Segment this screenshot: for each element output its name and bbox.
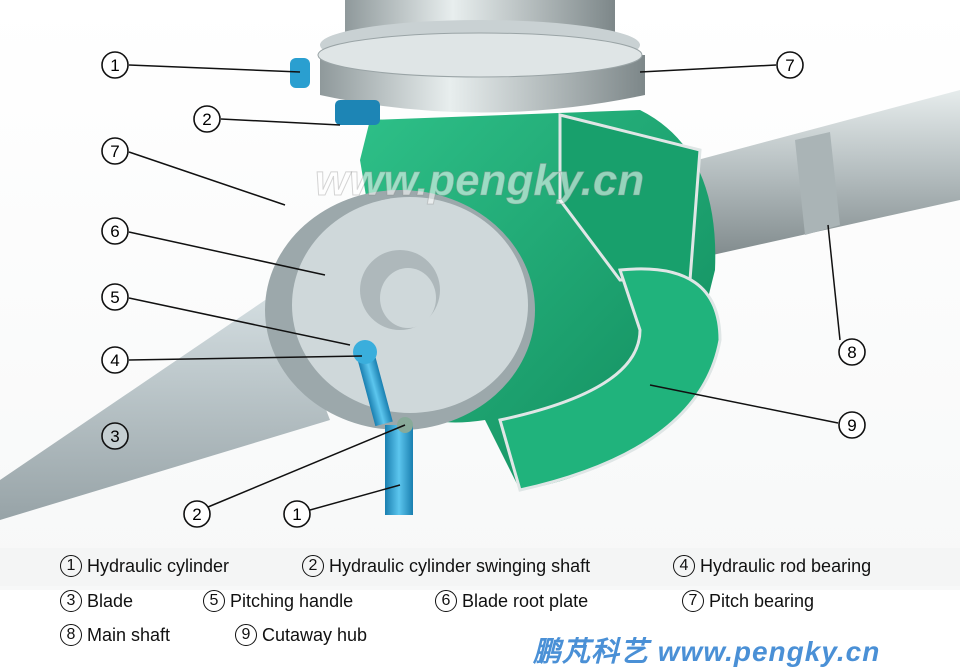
callouts: 1 2 7 6 5 4 3 2 1 7 8 9 [101, 51, 866, 528]
main-shaft [660, 90, 960, 260]
pitch-bearing-top [317, 0, 645, 113]
callout-4: 4 [110, 351, 119, 370]
legend-label: Pitching handle [230, 590, 354, 611]
legend-num: 1 [60, 555, 82, 577]
watermark: www.pengky.cn [315, 156, 644, 205]
callout-8: 8 [847, 343, 856, 362]
callout-3: 3 [110, 427, 119, 446]
legend-num: 5 [203, 590, 225, 612]
leader-lines [128, 64, 841, 511]
legend-label: Hydraulic rod bearing [700, 555, 872, 576]
cutaway-hub-diagram: www.pengky.cn 1 2 7 6 5 4 3 2 1 7 8 9 [0, 0, 960, 590]
legend-label: Pitch bearing [709, 590, 815, 611]
callout-1b: 1 [292, 505, 301, 524]
blade-root-plate [265, 190, 535, 430]
legend-label: Blade root plate [462, 590, 589, 611]
legend-num: 4 [673, 555, 695, 577]
brand-logo: 鹏芃科艺 www.pengky.cn [533, 636, 881, 667]
legend-label: Blade [87, 590, 134, 611]
callout-7b: 7 [785, 56, 794, 75]
hydraulic-cylinder [290, 58, 413, 515]
legend-band [0, 548, 960, 586]
callout-9: 9 [847, 416, 856, 435]
callout-2b: 2 [192, 505, 201, 524]
legend-num: 7 [682, 590, 704, 612]
legend-label: Cutaway hub [262, 624, 368, 645]
callout-1: 1 [110, 56, 119, 75]
callout-6: 6 [110, 222, 119, 241]
legend-label: Hydraulic cylinder [87, 555, 230, 576]
callout-5: 5 [110, 288, 119, 307]
legend-num: 8 [60, 624, 82, 646]
blade [0, 290, 330, 520]
legend-num: 6 [435, 590, 457, 612]
legend-num: 2 [302, 555, 324, 577]
legend-label: Hydraulic cylinder swinging shaft [329, 555, 591, 576]
legend-num: 3 [60, 590, 82, 612]
callout-2: 2 [202, 110, 211, 129]
legend-num: 9 [235, 624, 257, 646]
legend-label: Main shaft [87, 624, 171, 645]
callout-7: 7 [110, 142, 119, 161]
